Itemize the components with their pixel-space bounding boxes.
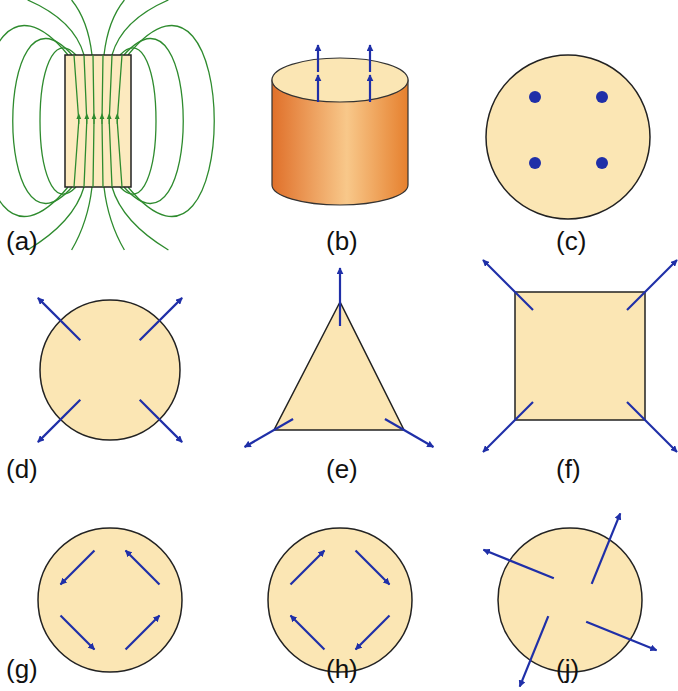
moment-arrow xyxy=(140,298,182,340)
field-direction xyxy=(109,116,110,124)
field-line xyxy=(93,55,94,187)
moment-arrow xyxy=(245,419,293,447)
field-line xyxy=(112,187,168,250)
disc xyxy=(486,55,650,219)
square xyxy=(515,292,645,420)
inner-field-lines xyxy=(74,55,122,187)
moment-arrow xyxy=(38,298,80,340)
moment-arrow xyxy=(126,551,160,585)
moment-arrow xyxy=(483,260,533,310)
moment-arrow xyxy=(38,400,80,442)
field-line xyxy=(109,55,112,187)
moment-arrow xyxy=(317,75,319,102)
moment-arrow xyxy=(369,45,371,72)
bar-magnet xyxy=(65,55,131,187)
panel-label: (j) xyxy=(556,656,579,682)
moment-dot xyxy=(596,157,608,169)
moment-arrow xyxy=(61,551,95,585)
field-line xyxy=(74,55,79,187)
moment-arrow xyxy=(61,616,95,650)
panel-label: (g) xyxy=(6,656,38,682)
moment-arrow xyxy=(140,400,182,442)
field-direction xyxy=(102,116,103,124)
moment-arrow xyxy=(627,402,677,452)
field-direction xyxy=(117,116,118,124)
disc xyxy=(38,528,182,672)
disc xyxy=(268,528,412,672)
moment-arrow xyxy=(627,260,677,310)
moment-arrow xyxy=(592,513,621,583)
panel-label: (h) xyxy=(326,656,358,682)
moment-arrow xyxy=(520,616,549,686)
field-line xyxy=(72,0,92,55)
field-direction xyxy=(86,116,87,124)
field-line xyxy=(112,0,168,55)
field-line xyxy=(84,55,87,187)
moment-arrow xyxy=(356,551,390,585)
field-line xyxy=(102,55,103,187)
field-line xyxy=(124,39,183,204)
moment-arrow xyxy=(356,616,390,650)
moment-arrow xyxy=(126,616,160,650)
field-line xyxy=(28,0,84,55)
panel-label: (e) xyxy=(326,456,358,482)
moment-arrow xyxy=(317,45,319,72)
field-line xyxy=(117,55,122,187)
moment-arrow xyxy=(483,402,533,452)
field-line xyxy=(13,39,72,204)
moment-arrow xyxy=(483,550,553,579)
panel-label: (a) xyxy=(6,228,38,254)
field-line xyxy=(104,187,124,250)
field-line xyxy=(72,187,92,250)
moment-arrow xyxy=(291,616,325,650)
moment-arrow xyxy=(586,622,656,651)
disc xyxy=(498,528,642,672)
panel-label: (b) xyxy=(326,228,358,254)
panel-label: (f) xyxy=(556,456,581,482)
moment-dot xyxy=(596,91,608,103)
field-line xyxy=(0,26,68,217)
panel-label: (d) xyxy=(6,456,38,482)
moment-arrows xyxy=(38,45,677,687)
cylinder-top xyxy=(272,58,408,102)
field-lines xyxy=(0,0,214,250)
moment-arrow xyxy=(339,268,341,326)
field-line xyxy=(104,0,124,55)
moment-arrow xyxy=(369,75,371,102)
moment-dot xyxy=(529,91,541,103)
field-direction xyxy=(78,116,79,124)
moment-dot xyxy=(529,157,541,169)
field-direction xyxy=(94,116,95,124)
moment-arrow xyxy=(385,419,433,447)
panel-label: (c) xyxy=(556,228,586,254)
field-line xyxy=(128,26,214,217)
moment-arrow xyxy=(291,551,325,585)
